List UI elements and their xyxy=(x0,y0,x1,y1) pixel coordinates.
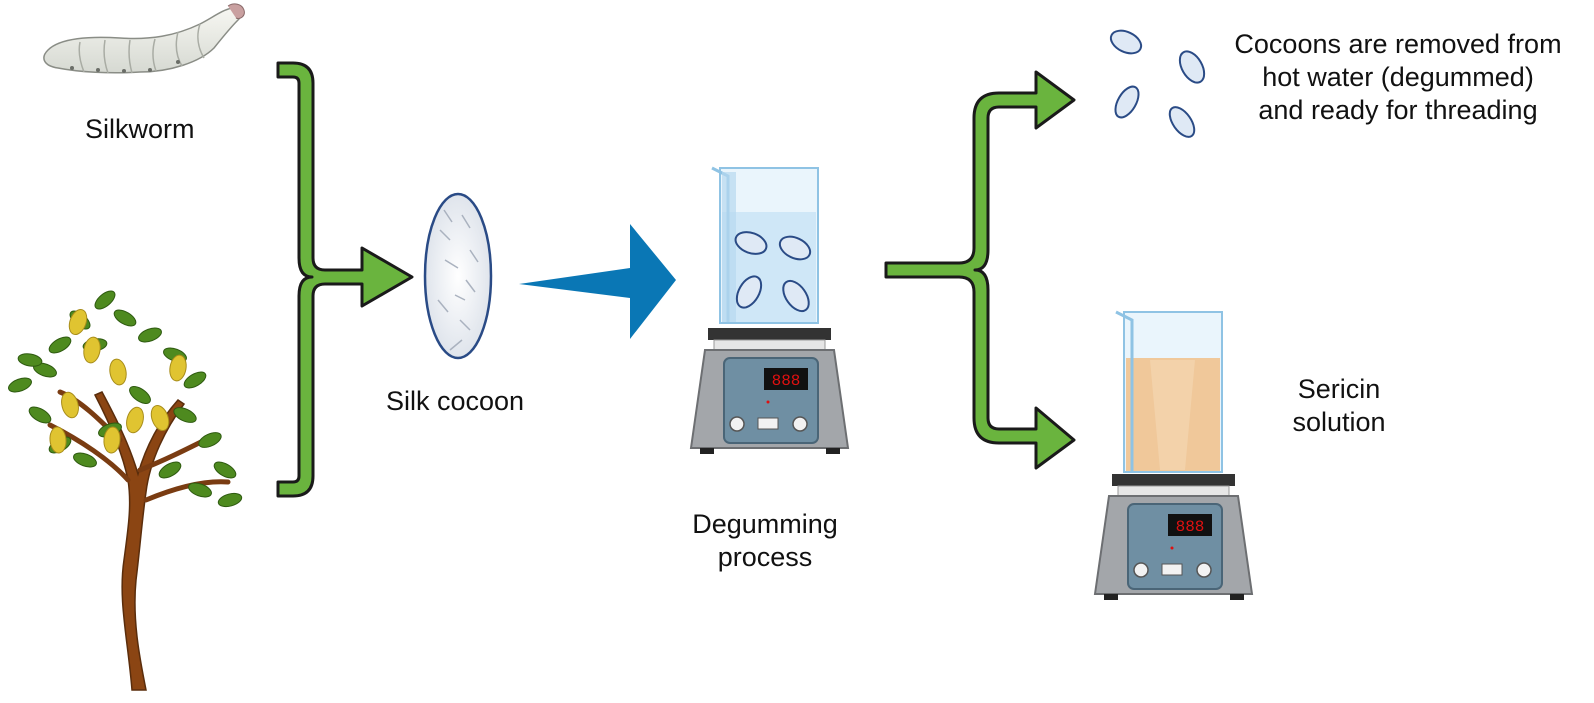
silkworm-label: Silkworm xyxy=(85,114,195,144)
cocoon-icon xyxy=(423,192,493,360)
silkworm-icon xyxy=(43,3,245,74)
svg-text:888: 888 xyxy=(1176,518,1205,536)
degummed-cocoons xyxy=(1109,29,1206,138)
split-bracket-arrow xyxy=(884,70,1076,470)
degumming-line-1: Degumming xyxy=(692,509,838,539)
sericin-line-1: Sericin xyxy=(1297,374,1381,404)
removed-line-2: hot water (degummed) xyxy=(1262,61,1534,92)
degummed-cocoons-label: Cocoons are removed from hot water (degu… xyxy=(1228,28,1568,127)
degumming-line-2: process xyxy=(717,541,813,572)
beaker-icon xyxy=(1115,310,1223,473)
sericin-setup: 888 xyxy=(1093,310,1254,600)
beaker-icon xyxy=(711,166,819,324)
svg-text:888: 888 xyxy=(772,372,801,390)
silk-cocoon-label: Silk cocoon xyxy=(386,386,525,416)
sericin-solution-label: Sericin solution xyxy=(1264,373,1414,439)
hotplate-stirrer-icon: 888 xyxy=(689,328,850,454)
degumming-setup: 888 xyxy=(689,166,850,454)
hotplate-stirrer-icon: 888 xyxy=(1093,474,1254,600)
degumming-process-label: Degumming process xyxy=(675,508,855,574)
merge-bracket-arrow xyxy=(276,61,414,498)
process-arrow-blue xyxy=(519,224,676,339)
removed-line-1: Cocoons are removed from xyxy=(1234,29,1562,59)
sericin-line-2: solution xyxy=(1292,406,1386,437)
removed-line-3: and ready for threading xyxy=(1258,94,1538,125)
tree-icon xyxy=(8,290,243,691)
